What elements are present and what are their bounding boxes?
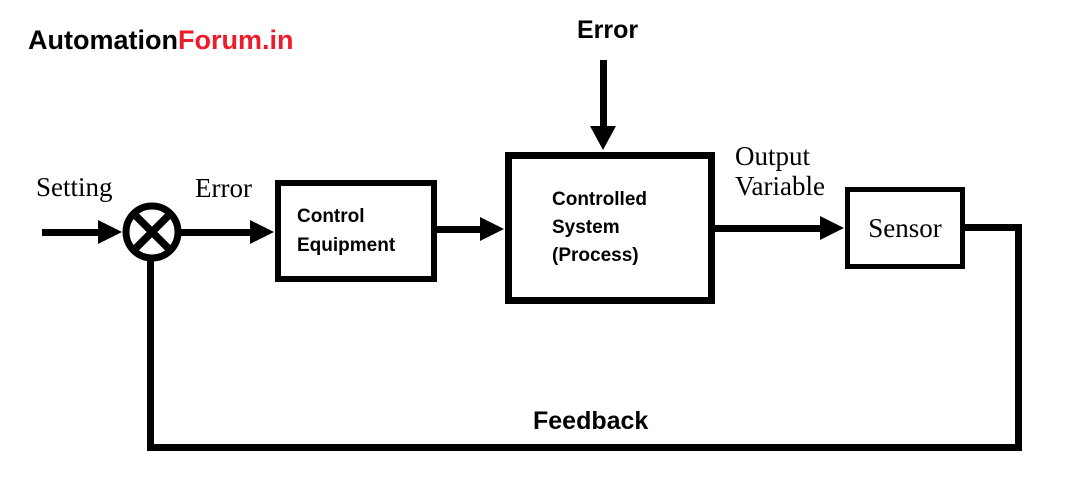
control-to-process-arrow-line bbox=[437, 226, 482, 233]
output-variable-label: Output Variable bbox=[735, 141, 825, 201]
setting-arrowhead-icon bbox=[98, 220, 122, 244]
summing-junction-icon bbox=[122, 202, 182, 262]
logo-text-black: Automation bbox=[28, 25, 178, 55]
sensor-output-line bbox=[962, 224, 1022, 231]
feedback-line-bottom bbox=[147, 444, 1022, 451]
control-equipment-label: Control Equipment bbox=[297, 206, 396, 256]
error-arrowhead-icon bbox=[250, 220, 274, 244]
error-top-label: Error bbox=[577, 16, 639, 44]
error-top-arrow-line bbox=[600, 60, 607, 130]
setting-label: Setting bbox=[36, 172, 113, 202]
feedback-line-left bbox=[147, 258, 154, 451]
logo-text-red: Forum.in bbox=[177, 25, 294, 55]
feedback-label: Feedback bbox=[533, 407, 649, 435]
error-arrow-line bbox=[180, 229, 252, 236]
sensor-label: Sensor bbox=[868, 212, 942, 243]
output-arrowhead-icon bbox=[820, 216, 844, 240]
setting-arrow-line bbox=[42, 229, 100, 236]
error-top-arrowhead-icon bbox=[590, 126, 616, 150]
automationforum-logo: AutomationForum.in bbox=[28, 25, 293, 56]
error-junction-label: Error bbox=[195, 173, 252, 203]
controlled-system-block: Controlled System (Process) bbox=[505, 152, 715, 304]
feedback-line-right bbox=[1015, 224, 1022, 451]
controlled-system-label: Controlled System (Process) bbox=[552, 189, 647, 266]
sensor-block: Sensor bbox=[845, 187, 965, 269]
control-to-process-arrowhead-icon bbox=[480, 217, 504, 241]
output-arrow-line bbox=[715, 225, 822, 232]
control-equipment-block: Control Equipment bbox=[275, 180, 437, 282]
